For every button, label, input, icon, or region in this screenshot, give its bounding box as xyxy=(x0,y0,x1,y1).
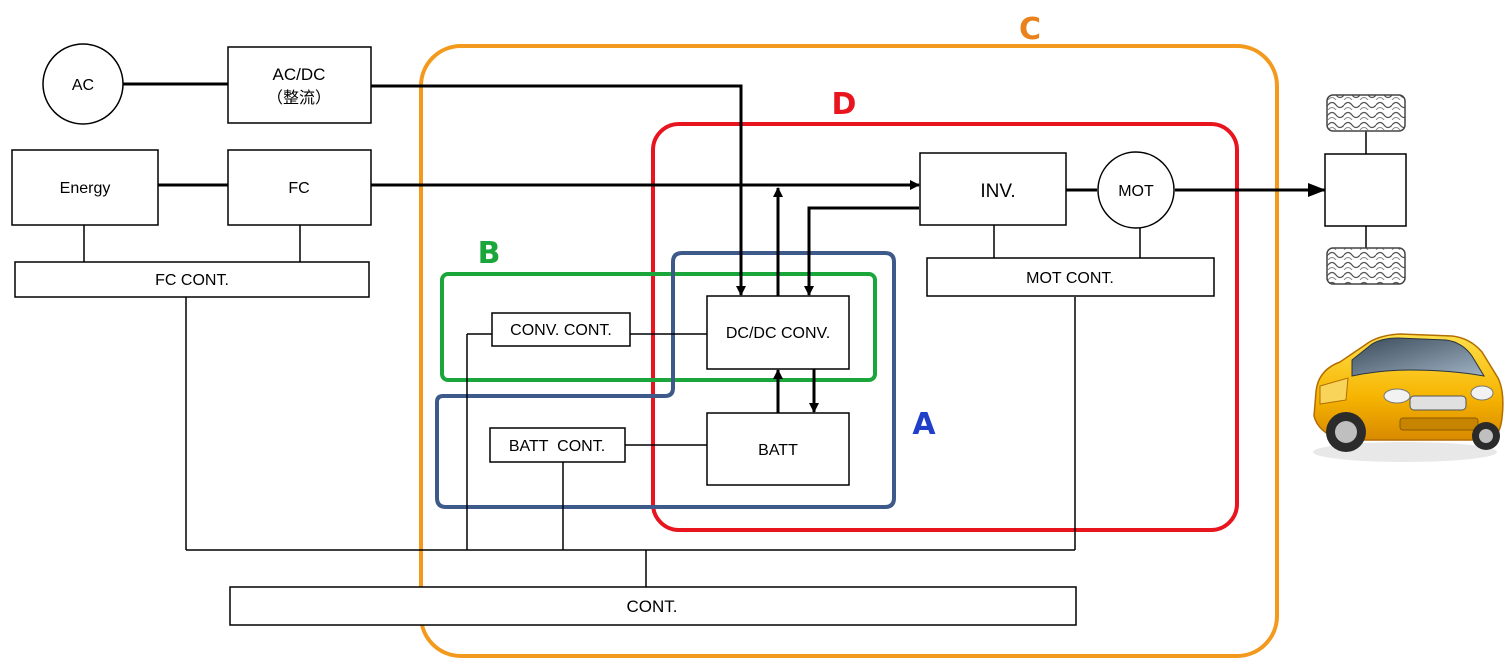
cont-block: CONT. xyxy=(229,586,1077,626)
group-d-label: D xyxy=(832,87,857,122)
acdc-block: AC/DC （整流） xyxy=(227,46,372,124)
tire-tread-icon xyxy=(1326,247,1406,285)
dcdc-conv-label: DC/DC CONV. xyxy=(726,325,830,342)
fc-cont-label: FC CONT. xyxy=(155,272,229,289)
batt-cont-block: BATT CONT. xyxy=(489,427,626,463)
fc-block: FC xyxy=(227,149,372,226)
fc-cont-block: FC CONT. xyxy=(14,261,370,298)
energy-block: Energy xyxy=(11,149,159,226)
tire-tread-icon xyxy=(1326,94,1406,132)
axle-box xyxy=(1324,153,1407,227)
mot-cont-label: MOT CONT. xyxy=(1026,270,1114,287)
group-b-label: B xyxy=(478,236,501,271)
conv-cont-block: CONV. CONT. xyxy=(491,312,631,347)
acdc-label-line1: AC/DC xyxy=(273,65,326,84)
mot-label: MOT xyxy=(1118,183,1154,200)
mot-cont-block: MOT CONT. xyxy=(926,257,1215,297)
inv-label: INV. xyxy=(980,181,1015,202)
ac-source: AC xyxy=(42,43,124,125)
energy-label: Energy xyxy=(60,180,111,197)
yellow-car-icon xyxy=(1313,333,1504,462)
acdc-label-line2: （整流） xyxy=(267,89,331,107)
power-lines xyxy=(123,82,1326,413)
conv-cont-label: CONV. CONT. xyxy=(510,322,612,339)
batt-cont-label: BATT CONT. xyxy=(509,438,605,455)
group-a-label: A xyxy=(912,407,936,442)
control-lines xyxy=(83,131,1367,587)
group-c-label: C xyxy=(1019,12,1041,47)
cont-label: CONT. xyxy=(627,597,678,616)
drivetrain xyxy=(1324,94,1407,285)
dcdc-conv-block: DC/DC CONV. xyxy=(706,295,850,370)
mot-block: MOT xyxy=(1097,151,1175,229)
batt-label: BATT xyxy=(758,442,798,459)
group-d-outline xyxy=(651,122,1239,532)
inv-block: INV. xyxy=(919,152,1067,226)
ac-label: AC xyxy=(72,77,94,94)
group-a-outline xyxy=(435,251,896,509)
fc-label: FC xyxy=(288,180,309,197)
group-c-outline xyxy=(419,44,1279,658)
batt-block: BATT xyxy=(706,412,850,486)
group-b-outline xyxy=(440,272,877,382)
